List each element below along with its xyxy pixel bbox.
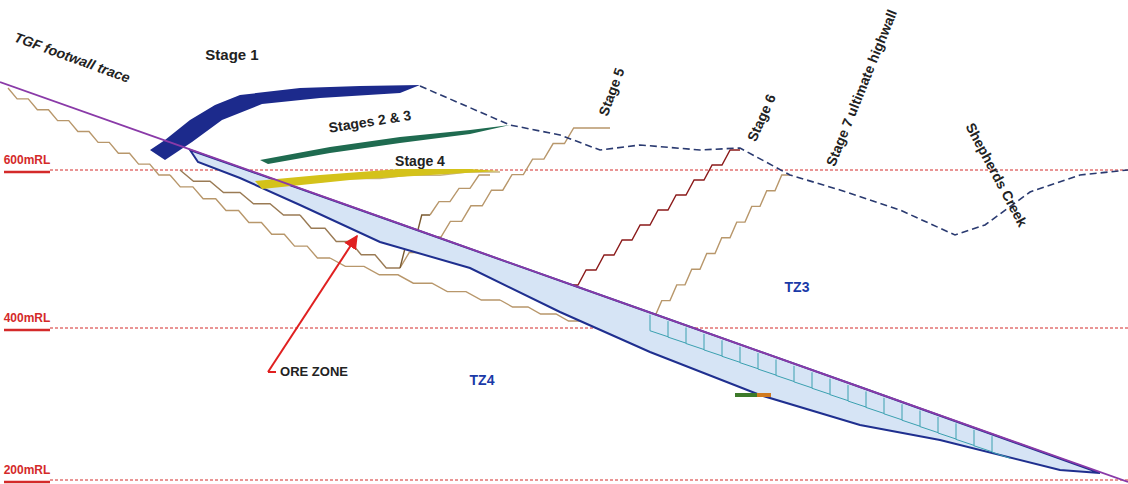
stage-label: Stage 7 ultimate highwall [824,8,901,169]
pit-benches [8,88,790,335]
zone-label: TZ4 [470,373,495,388]
stage-label: Stages 2 & 3 [328,108,413,136]
stage23-shell [260,125,510,164]
zone-label: TZ3 [785,280,810,295]
stope-blocks [650,315,1010,458]
bench-line [640,175,790,332]
bench-line [170,175,330,258]
tgf-trace [0,82,1128,482]
rl-label: 200mRL [4,464,51,477]
drive-marker [757,393,771,397]
stage-label: Stage 6 [745,92,779,144]
callout-label: ORE ZONE [280,365,348,379]
bench-line [430,175,490,215]
bench-line [560,150,740,300]
stage-label: Stage 4 [395,154,445,169]
stage-label: Stage 1 [205,47,258,64]
topography [420,86,1128,235]
drive-marker [735,393,757,397]
rl-label: 400mRL [4,312,51,325]
trace-label: TGF footwall trace [12,30,132,86]
leader-arrow [268,236,357,372]
stage-label: Stage 5 [596,66,627,118]
leader-line [268,371,276,373]
rl-label: 600mRL [4,154,51,167]
creek-label: Shepherds Creek [962,121,1030,230]
